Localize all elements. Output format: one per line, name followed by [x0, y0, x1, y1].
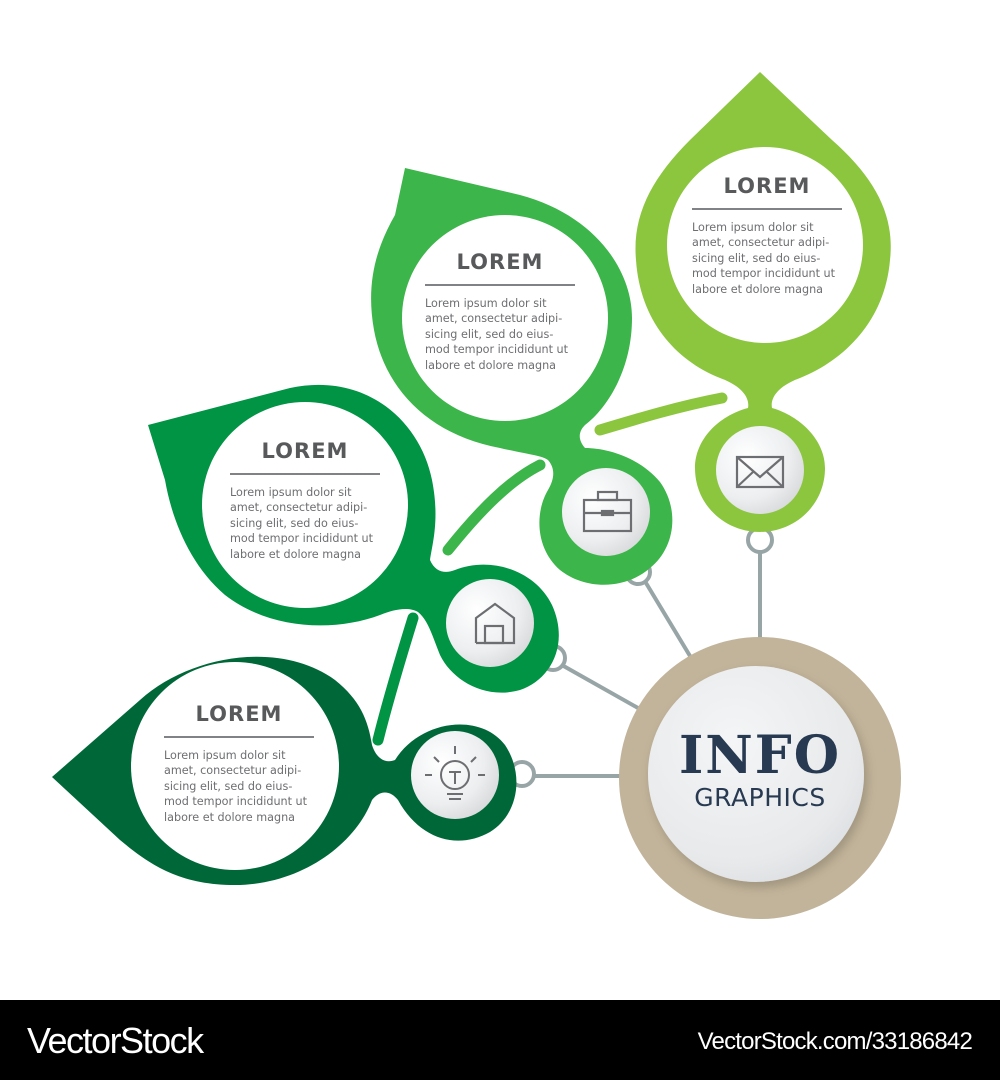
- icon-node-leaf-2[interactable]: [446, 579, 534, 667]
- hub-subtitle: GRAPHICS: [694, 783, 826, 812]
- infographic-diagram: [52, 72, 901, 919]
- briefcase-icon: [582, 490, 633, 533]
- leaf-2-card: LOREM Lorem ipsum dolor sit amet, consec…: [230, 439, 380, 562]
- leaf-2-title: LOREM: [261, 439, 349, 463]
- leaf-1: [52, 656, 517, 885]
- leaf-4: [635, 72, 891, 532]
- hub-center[interactable]: [648, 666, 864, 882]
- hub: [619, 637, 901, 919]
- watermark-bar: VectorStock VectorStock.com/33186842: [0, 1000, 1000, 1080]
- leaf-1-body: Lorem ipsum dolor sit amet, consectetur …: [164, 749, 308, 824]
- leaf-4-body: Lorem ipsum dolor sit amet, consectetur …: [692, 221, 836, 296]
- leaf-4-card: LOREM Lorem ipsum dolor sit amet, consec…: [692, 174, 842, 297]
- leaf-2-body: Lorem ipsum dolor sit amet, consectetur …: [230, 486, 374, 561]
- leaf-4-divider: [692, 208, 842, 210]
- house-icon: [474, 602, 516, 645]
- lightbulb-icon: [425, 746, 485, 800]
- stem-lime: [594, 392, 728, 436]
- leaf-1-title: LOREM: [195, 702, 283, 726]
- leaf-3-card: LOREM Lorem ipsum dolor sit amet, consec…: [425, 250, 575, 373]
- icon-node-leaf-4[interactable]: [716, 426, 804, 514]
- leaf-3-body: Lorem ipsum dolor sit amet, consectetur …: [425, 297, 569, 372]
- leaf-1-divider: [164, 736, 314, 738]
- leaf-1-card: LOREM Lorem ipsum dolor sit amet, consec…: [164, 702, 314, 825]
- stem-green: [442, 459, 546, 556]
- hub-label: INFO GRAPHICS: [640, 728, 880, 812]
- connector-leaf-3: [641, 576, 692, 658]
- watermark-url: VectorStock.com/33186842: [697, 1028, 973, 1055]
- leaf-3-divider: [425, 284, 575, 286]
- connector-leaf-2: [559, 662, 639, 710]
- leaf-2-divider: [230, 473, 380, 475]
- stems: [372, 392, 728, 746]
- leaf-4-title: LOREM: [723, 174, 811, 198]
- stem-medium: [372, 612, 419, 746]
- watermark-brand: VectorStock: [27, 1020, 204, 1061]
- icon-nodes: [411, 426, 804, 819]
- envelope-icon: [735, 455, 785, 489]
- hub-title: INFO: [678, 725, 842, 786]
- leaf-3-title: LOREM: [456, 250, 544, 274]
